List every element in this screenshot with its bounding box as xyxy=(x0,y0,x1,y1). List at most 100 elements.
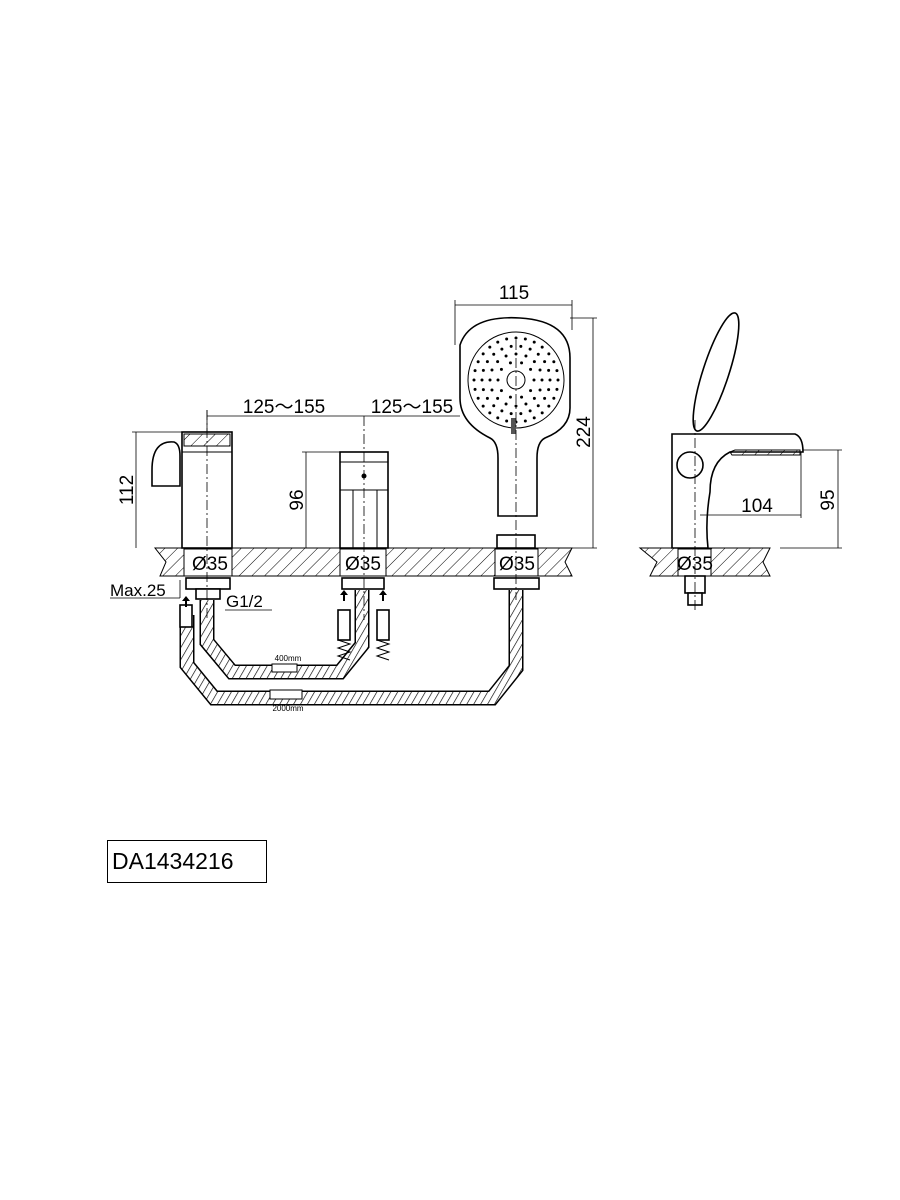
nozzle-dot xyxy=(528,409,532,413)
nozzle-dot xyxy=(481,352,485,356)
dim-shower-width: 115 xyxy=(499,283,529,304)
nozzle-dot xyxy=(504,402,508,406)
dim-spout-side-height: 95 xyxy=(818,489,839,510)
faucet-side-view xyxy=(671,312,804,606)
nozzle-dot xyxy=(555,369,559,373)
model-number-label: DA1434216 xyxy=(107,840,267,883)
nozzle-dot xyxy=(552,396,556,400)
inlet-arrows xyxy=(182,590,387,607)
dim-spout-projection: 104 xyxy=(741,496,773,517)
spout-front xyxy=(151,431,233,549)
nozzle-dot xyxy=(555,387,559,391)
nozzle-dot xyxy=(472,378,476,382)
nozzle-dot xyxy=(556,378,560,382)
nozzle-dot xyxy=(480,378,484,382)
nozzle-dot xyxy=(524,354,528,358)
dim-hole-diameter-side: Ø35 xyxy=(677,554,713,575)
dim-spacing-1: 125～155 xyxy=(243,397,325,418)
dim-thread: G1/2 xyxy=(226,592,263,611)
hose-short-length: 400mm xyxy=(275,654,302,663)
nozzle-dot xyxy=(532,416,536,420)
nozzle-dot xyxy=(538,368,542,372)
nozzle-dot xyxy=(536,352,540,356)
nozzle-dot xyxy=(496,340,500,344)
nozzle-dot xyxy=(552,360,556,364)
nozzle-dot xyxy=(481,388,485,392)
nozzle-dot xyxy=(536,404,540,408)
nozzle-dot xyxy=(532,378,536,382)
nozzle-dot xyxy=(519,344,523,348)
nozzle-dot xyxy=(496,416,500,420)
nozzle-dot xyxy=(505,419,509,423)
nozzle-dot xyxy=(488,345,492,349)
dim-mixer-height: 96 xyxy=(287,489,308,510)
hose-long-length: 2000mm xyxy=(272,704,303,713)
nozzle-dot xyxy=(509,344,513,348)
hand-shower-front xyxy=(459,316,571,549)
nozzle-dot xyxy=(523,337,527,341)
nozzle-dot xyxy=(532,340,536,344)
nozzle-dot xyxy=(519,412,523,416)
nozzle-dot xyxy=(496,360,500,364)
dim-max-deck-thickness: Max.25 xyxy=(110,581,166,600)
nozzle-dot xyxy=(476,360,480,364)
nozzle-dot xyxy=(540,378,544,382)
nozzle-dot xyxy=(514,336,518,340)
nozzle-dot xyxy=(508,395,512,399)
connectors xyxy=(179,577,540,661)
nozzle-dot xyxy=(504,354,508,358)
nozzle-dot xyxy=(514,404,518,408)
dim-hole-diameter-1: Ø35 xyxy=(192,554,228,575)
dimension-lines xyxy=(110,300,842,611)
nozzle-dot xyxy=(488,378,492,382)
nozzle-dot xyxy=(532,396,536,400)
nozzle-dot xyxy=(485,396,489,400)
nozzle-dot xyxy=(547,352,551,356)
nozzle-dot xyxy=(538,388,542,392)
nozzle-dot xyxy=(547,404,551,408)
nozzle-dot xyxy=(543,360,547,364)
nozzle-dot xyxy=(520,361,524,365)
deck-section xyxy=(153,547,573,577)
nozzle-dot xyxy=(476,396,480,400)
nozzle-dot xyxy=(488,411,492,415)
nozzle-dot xyxy=(481,404,485,408)
nozzle-dot xyxy=(499,389,503,393)
nozzle-dot xyxy=(524,402,528,406)
dim-shower-length: 224 xyxy=(574,416,595,448)
nozzle-dot xyxy=(547,368,551,372)
dim-hole-diameter-2: Ø35 xyxy=(345,554,381,575)
nozzle-dot xyxy=(505,337,509,341)
nozzle-dot xyxy=(496,378,500,382)
nozzle-dot xyxy=(509,412,513,416)
hose-short xyxy=(199,590,370,680)
nozzle-dot xyxy=(540,411,544,415)
nozzle-dot xyxy=(547,388,551,392)
nozzle-dot xyxy=(492,404,496,408)
nozzle-dot xyxy=(490,388,494,392)
nozzle-dot xyxy=(473,369,477,373)
nozzle-dot xyxy=(529,389,533,393)
nozzle-dot xyxy=(490,368,494,372)
centerlines xyxy=(206,340,696,620)
nozzle-dot xyxy=(500,409,504,413)
nozzle-dot xyxy=(485,360,489,364)
nozzle-dot xyxy=(529,367,533,371)
dim-spacing-2: 125～155 xyxy=(371,397,453,418)
nozzle-dot xyxy=(523,419,527,423)
nozzle-dot xyxy=(508,361,512,365)
nozzle-dot xyxy=(528,347,532,351)
dim-spout-height: 112 xyxy=(117,475,138,505)
hose-long xyxy=(179,590,524,706)
nozzle-dot xyxy=(499,367,503,371)
nozzle-dot xyxy=(520,395,524,399)
nozzle-dot xyxy=(540,345,544,349)
nozzle-dot xyxy=(492,352,496,356)
nozzle-dot xyxy=(548,378,552,382)
nozzle-dot xyxy=(473,387,477,391)
nozzle-dot xyxy=(481,368,485,372)
nozzle-dot xyxy=(532,360,536,364)
nozzle-dot xyxy=(496,396,500,400)
dim-hole-diameter-3: Ø35 xyxy=(499,554,535,575)
